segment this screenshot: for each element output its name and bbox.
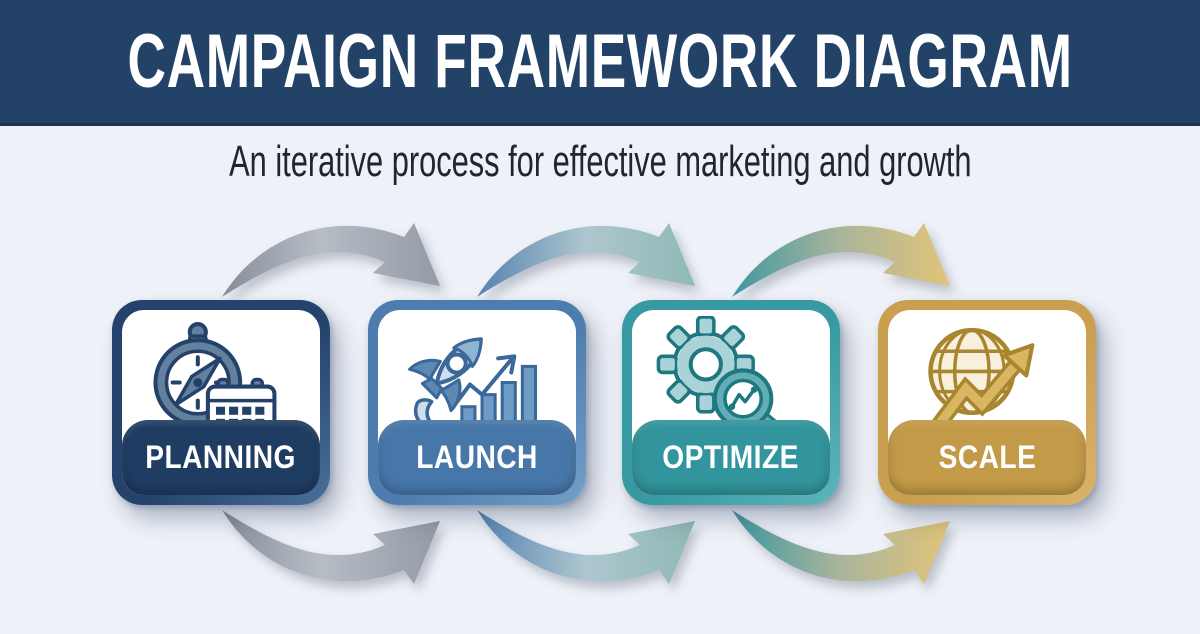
rocket: [408, 337, 483, 429]
globe-arrow-icon: [923, 327, 1035, 442]
stage-icon-area-scale: [888, 310, 1086, 495]
flow-arrow-top-2: [477, 223, 695, 297]
stage-card-optimize: OPTIMIZE: [622, 300, 840, 505]
gear-magnifier-icon: [656, 316, 794, 442]
stage-label-optimize: OPTIMIZE: [632, 420, 830, 495]
stage-label-planning: PLANNING: [122, 420, 320, 495]
stage-label-launch: LAUNCH: [378, 420, 576, 495]
flow-arrow-top-1: [222, 223, 440, 297]
flow-arrow-bottom-1: [222, 510, 440, 584]
stage-label-scale: SCALE: [888, 420, 1086, 495]
stage-card-launch: LAUNCH: [368, 300, 586, 505]
subtitle-text: An iterative process for effective marke…: [228, 137, 972, 186]
flow-arrow-top-3: [732, 223, 950, 297]
flow-arrow-bottom-2: [477, 510, 695, 584]
growth-arrow: [923, 343, 1035, 442]
flow-arrow-bottom-3: [732, 510, 950, 584]
stage-card-planning: PLANNING: [112, 300, 330, 505]
header-bar: CAMPAIGN FRAMEWORK DIAGRAM: [0, 0, 1200, 126]
stage-card-scale: SCALE: [878, 300, 1096, 505]
subtitle: An iterative process for effective marke…: [0, 137, 1200, 186]
page-title: CAMPAIGN FRAMEWORK DIAGRAM: [127, 18, 1073, 104]
